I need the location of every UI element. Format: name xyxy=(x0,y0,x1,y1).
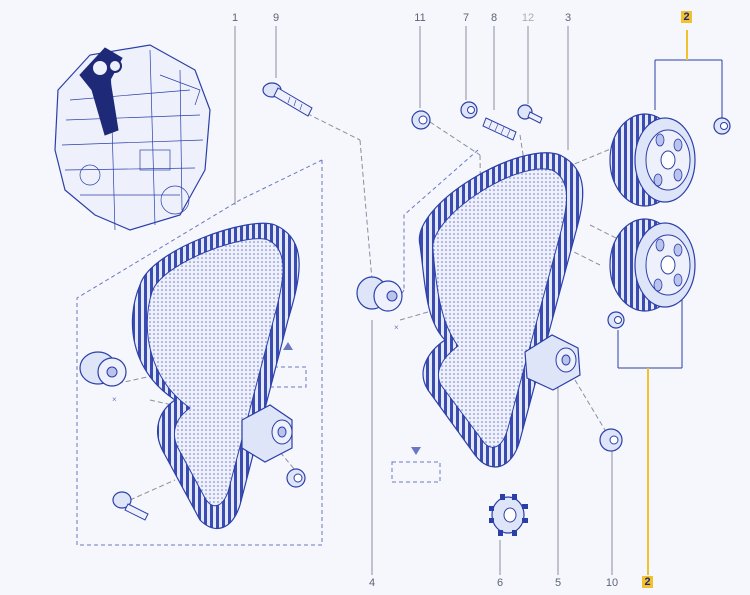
nut-10 xyxy=(599,428,623,452)
timing-belt-left xyxy=(131,222,300,529)
camshaft-pulley-lower xyxy=(609,218,696,312)
callout-9: 9 xyxy=(272,12,280,24)
camshaft-pulley-upper xyxy=(609,113,696,207)
callout-10: 10 xyxy=(605,577,619,589)
callout-3: 3 xyxy=(564,12,572,24)
svg-text:×: × xyxy=(112,395,117,404)
callout-6: 6 xyxy=(496,577,504,589)
tensioner-5 xyxy=(524,334,581,391)
idler-pulley-left xyxy=(79,351,127,387)
nut-left xyxy=(286,468,306,488)
callout-2-top: 2 xyxy=(681,11,692,23)
stud-8 xyxy=(482,117,517,141)
assembly-boxes xyxy=(76,149,479,546)
timing-belt-center xyxy=(418,152,584,468)
callout-2-bottom: 2 xyxy=(642,576,653,588)
group-bracket-top xyxy=(654,30,723,118)
svg-text:×: × xyxy=(394,323,399,332)
nut-11 xyxy=(411,110,431,130)
crank-sprocket-6 xyxy=(489,494,528,536)
callout-7: 7 xyxy=(462,12,470,24)
idler-pulley-4 xyxy=(356,276,403,312)
callout-1: 1 xyxy=(231,12,239,24)
bolt-left-bottom xyxy=(112,491,149,521)
callout-4: 4 xyxy=(368,577,376,589)
nut-pulley-lower xyxy=(607,311,625,329)
callout-12: 12 xyxy=(521,12,535,24)
arrows: × × xyxy=(112,323,421,455)
bolt-12 xyxy=(517,104,543,124)
engine-block-illustration xyxy=(54,44,211,231)
callout-5: 5 xyxy=(554,577,562,589)
callout-11: 11 xyxy=(414,12,426,24)
nut-pulley-upper xyxy=(713,117,731,135)
tensioner-left xyxy=(241,404,293,463)
callout-8: 8 xyxy=(490,12,498,24)
group-bracket-bottom xyxy=(617,300,683,369)
bolt-9 xyxy=(262,82,313,117)
nut-7 xyxy=(460,101,478,119)
